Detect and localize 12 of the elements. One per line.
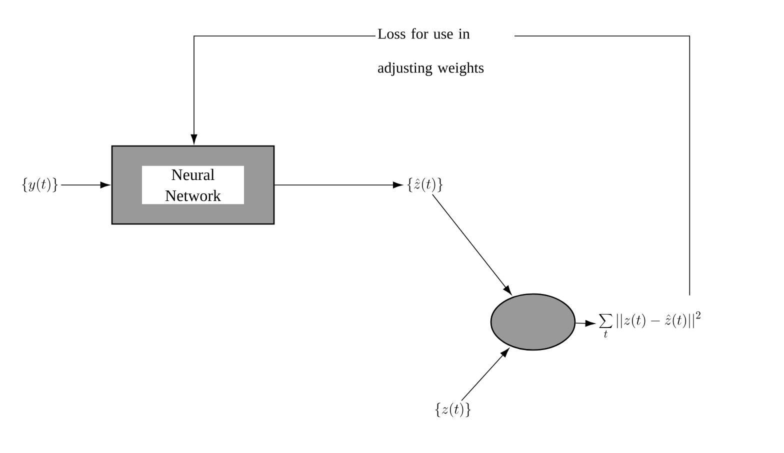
formula-label: $\{y(t)\}$ bbox=[22, 178, 58, 192]
arrow bbox=[575, 320, 595, 327]
formula-label: $\{\hat{z}(t)\}$ bbox=[407, 178, 443, 192]
arrow bbox=[461, 348, 510, 401]
ellipse-node bbox=[490, 293, 576, 351]
formula-label: $\sum_t ||z(t)-\hat{z}(t)||^2$ bbox=[599, 311, 700, 338]
arrow bbox=[432, 194, 512, 295]
process-box: Neural Network bbox=[111, 145, 275, 225]
arrow bbox=[60, 182, 110, 188]
formula-label: $\{z(t)\}$ bbox=[435, 402, 471, 418]
edge-label: Loss for use in adjusting weights bbox=[376, 26, 514, 78]
arrow bbox=[274, 182, 402, 188]
